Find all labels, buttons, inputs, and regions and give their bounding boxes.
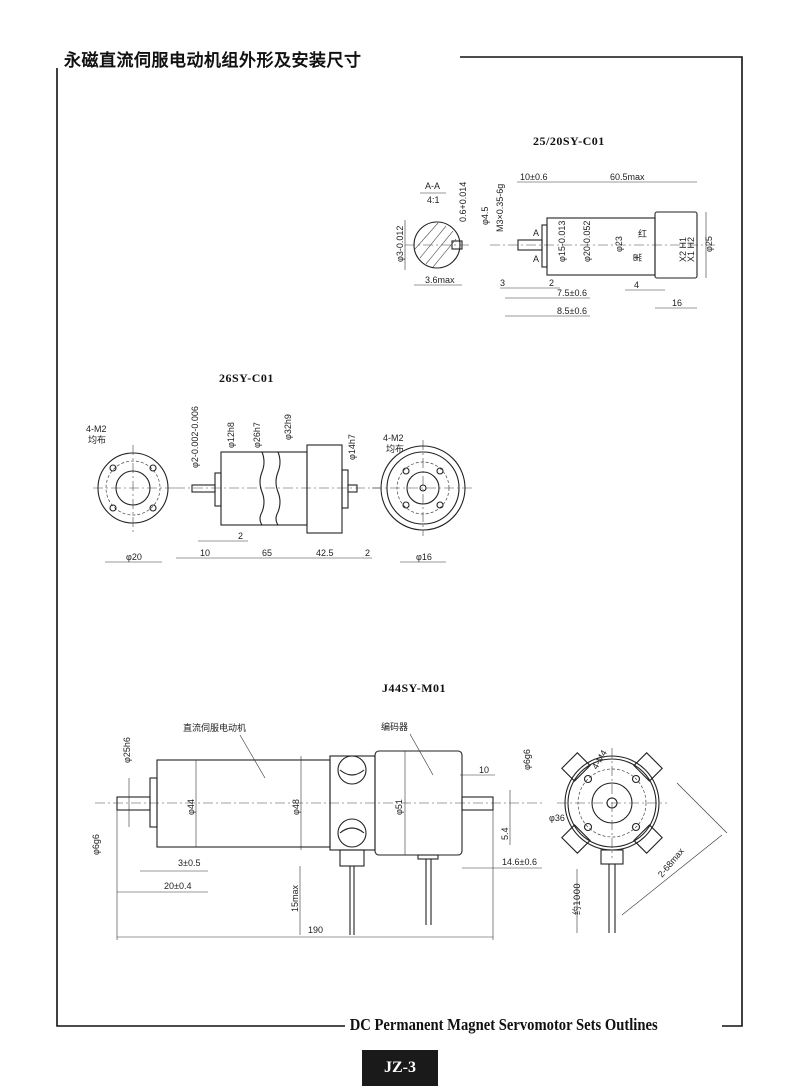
end-view: [557, 748, 728, 933]
side-view: [95, 750, 545, 935]
dim: 10±0.6: [520, 172, 547, 182]
wire-label: 黑: [633, 253, 644, 262]
leader-line: [409, 733, 434, 776]
dim: φ26h7: [252, 422, 262, 448]
dim: φ3-0.012: [395, 226, 405, 262]
dim: 3.6max: [425, 275, 455, 285]
dim: 4-M2: [86, 424, 107, 434]
rear-housing: [654, 211, 698, 279]
section-scale: 4:1: [427, 195, 440, 205]
wire-label: 红: [638, 228, 647, 240]
dim: 4: [634, 280, 639, 290]
dim: φ14h7: [347, 434, 357, 460]
dim: 65: [262, 548, 272, 558]
dim: 10: [200, 548, 210, 558]
section-marker: A: [533, 228, 539, 238]
dim: 5.4: [500, 827, 510, 840]
dim: φ23: [614, 236, 624, 252]
dim: 约1000: [571, 883, 583, 915]
dim: 60.5max: [610, 172, 645, 182]
dim: 10: [479, 765, 489, 775]
wire-label: X2 H1: [678, 237, 688, 262]
dim: 均布: [88, 434, 106, 446]
motor-label: 直流伺服电动机: [183, 722, 246, 734]
encoder-label: 编码器: [381, 721, 408, 733]
dim: φ25: [704, 236, 714, 252]
dim: 均布: [386, 443, 404, 455]
dim: φ36: [549, 813, 565, 823]
page-title: 永磁直流伺服电动机组外形及安装尺寸: [60, 46, 366, 71]
dim: φ44: [186, 799, 196, 815]
dim: φ16: [416, 552, 432, 562]
leader-line: [239, 734, 266, 779]
dim: 4-M2: [383, 433, 404, 443]
model-label: 26SY-C01: [219, 371, 274, 385]
dim: φ48: [291, 799, 301, 815]
footer-title: DC Permanent Magnet Servomotor Sets Outl…: [348, 1015, 660, 1035]
dim: 2-68max: [656, 846, 686, 880]
dim: φ6g6: [91, 834, 101, 855]
wire-label: X1 H2: [686, 237, 696, 262]
drawing-j44sy-m01: J44SY-M01 直流伺服电动机 编码器 φ25h6 φ6g6 φ44 φ48: [91, 681, 728, 940]
dim: φ6g6: [522, 749, 532, 770]
dim: 3±0.5: [178, 858, 200, 868]
dim: 190: [308, 925, 323, 935]
dim: φ2-0.002-0.006: [190, 406, 200, 468]
dim: φ4.5: [480, 207, 490, 225]
dim: 16: [672, 298, 682, 308]
front-end-view: [93, 445, 175, 532]
dim: M3×0.35-6g: [495, 184, 505, 232]
dim: φ20-0.052: [582, 221, 592, 262]
dim: 2: [238, 531, 243, 541]
dim: 0.6+0.014: [458, 182, 468, 222]
dim: 8.5±0.6: [557, 306, 587, 316]
dim: φ25h6: [122, 737, 132, 763]
dim: 3: [500, 278, 505, 288]
dim: φ20: [126, 552, 142, 562]
side-view: [175, 444, 380, 534]
drawing-25-20sy-c01: 25/20SY-C01 A-A 4:1 φ3-0.012 0.6+0.014 3…: [395, 134, 715, 317]
dim: φ15-0.013: [557, 221, 567, 262]
section-marker: A: [533, 254, 539, 264]
section-hatch: [414, 222, 457, 268]
dim: 42.5: [316, 548, 334, 558]
model-label: 25/20SY-C01: [533, 134, 605, 148]
rear-end-view: [372, 440, 475, 536]
dim: 2: [549, 278, 554, 288]
dim: 7.5±0.6: [557, 288, 587, 298]
page-frame: [56, 56, 743, 1027]
dim: 14.6±0.6: [502, 857, 537, 867]
dim: φ12h8: [226, 422, 236, 448]
dim: 2: [365, 548, 370, 558]
drawing-26sy-c01: 26SY-C01 4-M2 均布 φ20 φ2-0.002-0.006 φ12h…: [86, 371, 475, 563]
dim: φ32h9: [283, 414, 293, 440]
page-code-badge: JZ-3: [362, 1050, 438, 1086]
model-label: J44SY-M01: [382, 681, 446, 695]
dim: 15max: [290, 884, 300, 912]
section-label: A-A: [425, 181, 440, 191]
flange: [541, 224, 548, 268]
dim: φ51: [394, 799, 404, 815]
dim: 20±0.4: [164, 881, 191, 891]
dimension-line: [116, 810, 494, 940]
